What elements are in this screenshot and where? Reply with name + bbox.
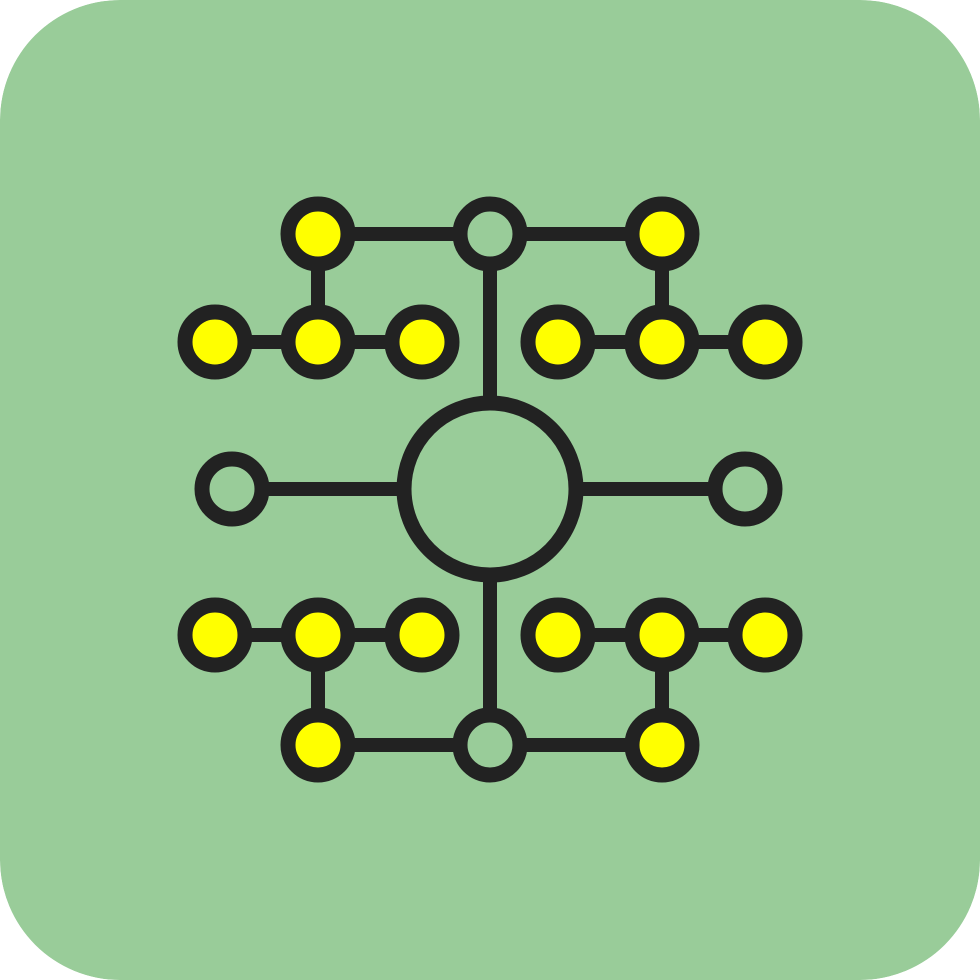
bottom-left-child-node <box>280 597 356 673</box>
left-endpoint-node <box>194 451 270 527</box>
bottom-right-child-node <box>727 597 803 673</box>
top-left-child-node <box>280 304 356 380</box>
top-right-parent-node <box>624 196 700 272</box>
bottom-right-child-node <box>624 597 700 673</box>
top-junction-node <box>452 196 528 272</box>
right-endpoint-node <box>707 451 783 527</box>
bottom-right-child-node <box>520 597 596 673</box>
top-right-child-node <box>520 304 596 380</box>
top-left-child-node <box>177 304 253 380</box>
top-left-parent-node <box>280 196 356 272</box>
top-right-child-node <box>624 304 700 380</box>
bottom-left-parent-node <box>280 707 356 783</box>
bottom-right-parent-node <box>624 707 700 783</box>
bottom-junction-node <box>452 707 528 783</box>
top-left-child-node <box>384 304 460 380</box>
bottom-left-child-node <box>177 597 253 673</box>
central-hub-node <box>396 395 584 583</box>
bottom-left-child-node <box>384 597 460 673</box>
top-right-child-node <box>727 304 803 380</box>
network-nodes <box>177 196 803 783</box>
